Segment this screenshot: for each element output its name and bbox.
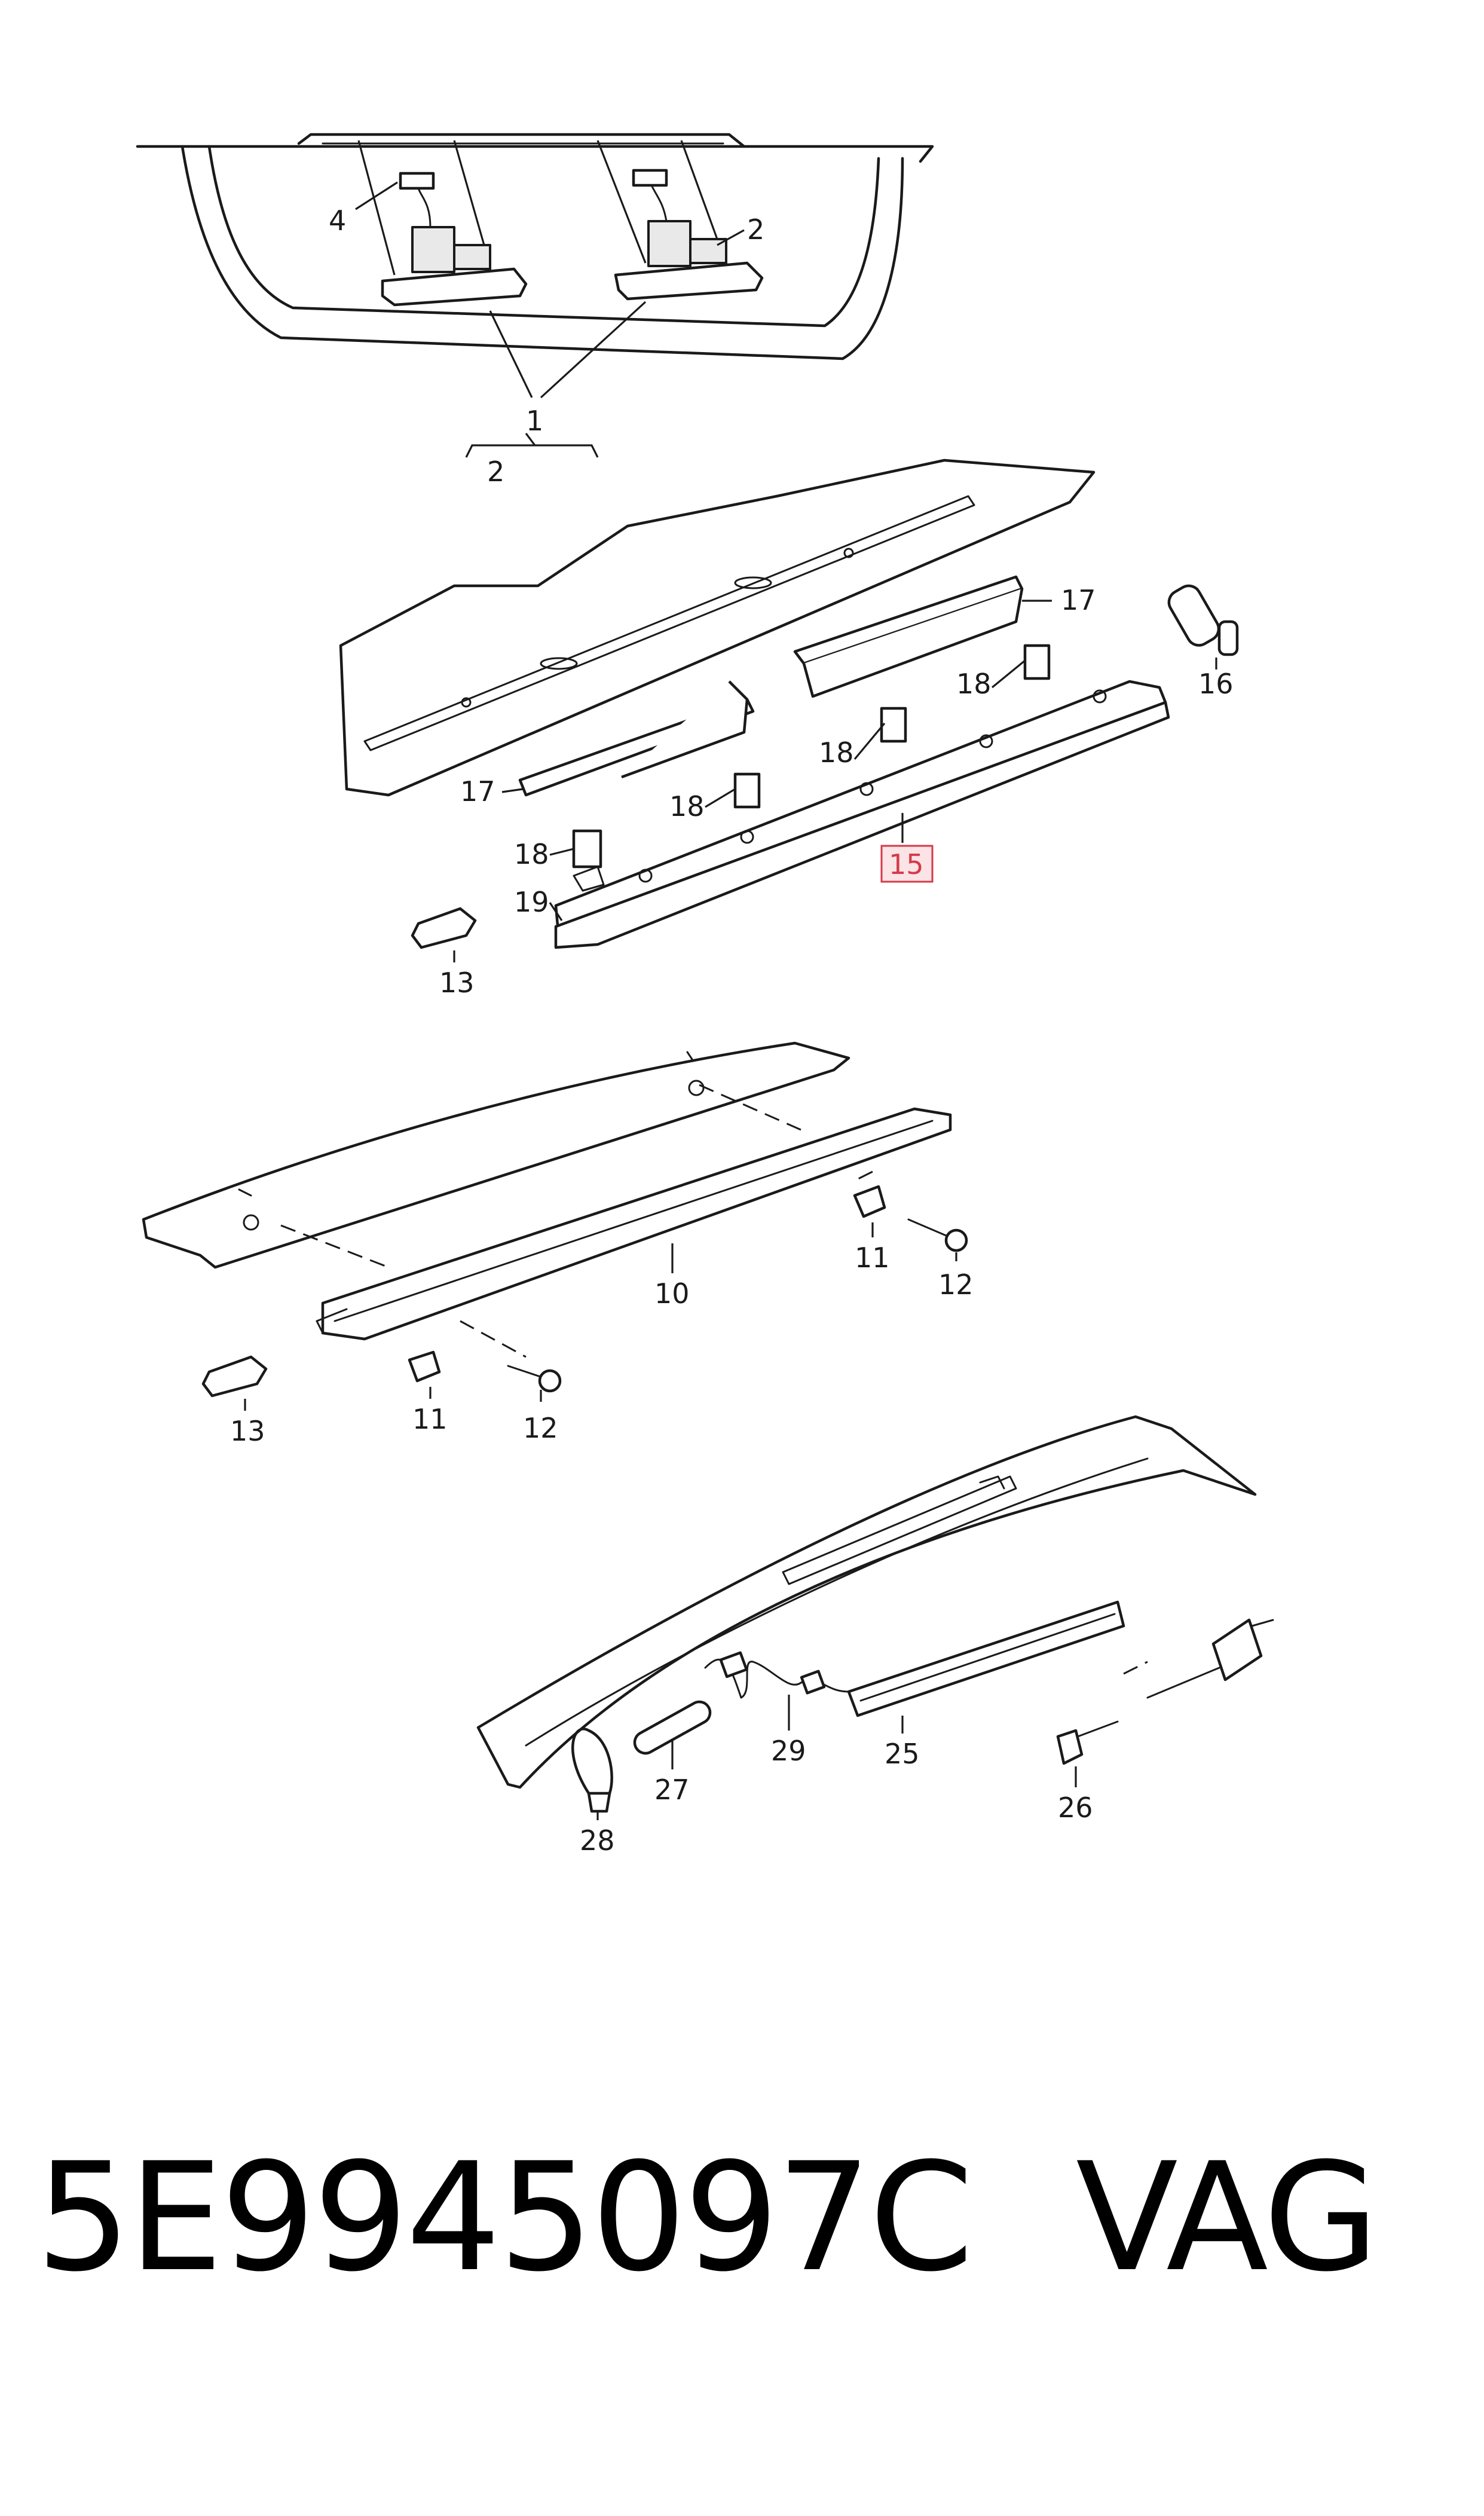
callout-15: 15 (889, 848, 924, 881)
callout-11-left: 11 (412, 1403, 448, 1435)
part-number: 5E9945097C (36, 2130, 974, 2304)
roof-trim-strip-group: 10 11 12 11 12 13 (142, 1041, 974, 1447)
led-brake-light-25 (847, 1600, 1125, 1717)
tailgate-license-lamp-group: 4 2 1 2 (136, 133, 934, 488)
clip-11-left (408, 1350, 441, 1383)
rear-spoiler-group: 25 29 27 28 26 (476, 1415, 1274, 1857)
callout-13-lower: 13 (230, 1415, 265, 1447)
callout-29: 29 (771, 1735, 806, 1767)
roof-brake-light-group: 17 17 16 18 18 18 18 19 15 13 (339, 458, 1239, 999)
callout-16: 16 (1198, 668, 1234, 700)
protective-sleeve-27 (633, 1700, 712, 1755)
callout-10: 10 (654, 1277, 690, 1310)
part-17-right (793, 575, 1024, 698)
callout-12-right: 12 (938, 1268, 974, 1301)
callout-17-right: 17 (1061, 584, 1096, 616)
part-17-left (518, 680, 755, 797)
screw-26-lower (1056, 1720, 1119, 1765)
license-lamp-right (596, 140, 764, 301)
callout-15-highlight (880, 845, 934, 883)
cable-tie-28 (571, 1728, 613, 1813)
callout-27: 27 (654, 1774, 690, 1806)
clip-13-upper (411, 907, 477, 949)
callout-4: 4 (329, 204, 346, 237)
wiring-harness-29 (704, 1651, 850, 1699)
callout-18-d: 18 (514, 838, 549, 870)
callout-19: 19 (514, 886, 549, 918)
callout-18-b: 18 (819, 736, 854, 769)
callout-2-upper: 2 (747, 213, 764, 246)
trim-strip-10 (316, 1107, 952, 1341)
callout-18-c: 18 (669, 790, 705, 823)
callout-12-left: 12 (523, 1412, 558, 1444)
screw-12-left (507, 1365, 562, 1393)
callout-25: 25 (885, 1738, 920, 1770)
screw-26-upper (1146, 1618, 1274, 1699)
clip-13-lower (201, 1355, 268, 1398)
callout-28: 28 (580, 1824, 615, 1857)
callout-26: 26 (1058, 1792, 1093, 1824)
screw-12-right (907, 1218, 968, 1252)
brand-name: VAG (1076, 2130, 1379, 2304)
callout-17-left: 17 (460, 775, 495, 808)
callout-18-a: 18 (956, 668, 992, 700)
bulb-holder-16 (1167, 584, 1239, 656)
callout-1: 1 (526, 405, 543, 437)
brake-light-housing-15 (554, 644, 1170, 949)
callout-2-lower: 2 (487, 455, 504, 488)
callout-11-right: 11 (855, 1242, 890, 1274)
callout-13-upper: 13 (439, 967, 475, 999)
license-lamp-left (357, 140, 528, 307)
clip-11-right (853, 1185, 886, 1218)
